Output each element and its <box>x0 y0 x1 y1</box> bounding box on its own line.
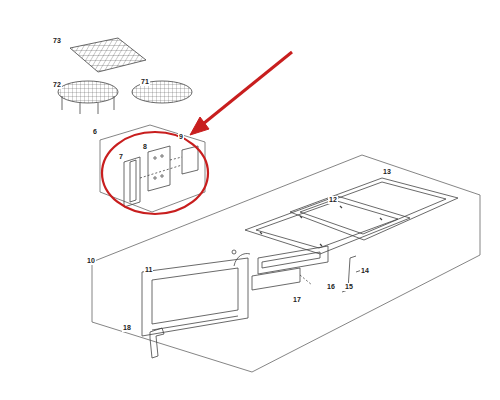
callout-number: 71 <box>140 78 150 86</box>
callout-number: 7 <box>118 153 124 161</box>
handle-part <box>150 328 164 358</box>
callout-number: 18 <box>122 324 132 332</box>
highlight-circle <box>102 132 208 214</box>
bracket-parts <box>124 146 198 207</box>
callout-number: 16 <box>326 283 336 291</box>
door-front <box>142 258 248 336</box>
control-panel <box>232 246 328 290</box>
callout-number: 15 <box>344 283 354 291</box>
group-box <box>100 125 205 212</box>
callout-number: 12 <box>328 196 338 204</box>
callout-number: 14 <box>360 267 370 275</box>
round-rack <box>58 81 118 114</box>
callout-number: 13 <box>382 168 392 176</box>
callout-number: 11 <box>144 266 153 274</box>
hinge-part <box>342 256 362 292</box>
callout-number: 72 <box>52 81 62 89</box>
oven-rack <box>70 38 146 72</box>
callout-number: 6 <box>92 128 98 136</box>
group-box <box>92 155 480 372</box>
callout-number: 10 <box>86 257 96 265</box>
pointer-arrow <box>190 52 292 135</box>
door-frame <box>245 196 410 254</box>
callout-number: 17 <box>292 296 302 304</box>
callout-number: 73 <box>52 37 62 45</box>
callout-number: 9 <box>178 133 184 141</box>
callout-number: 8 <box>142 143 148 151</box>
